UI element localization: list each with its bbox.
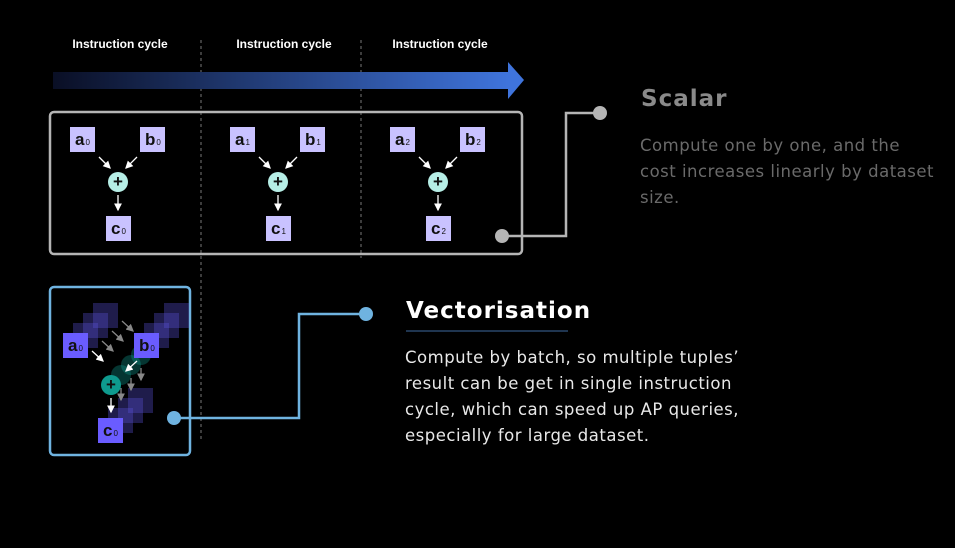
vector-title: Vectorisation xyxy=(406,298,592,324)
arrow-icon xyxy=(258,156,271,169)
arrow-icon xyxy=(98,156,111,169)
description-line: especially for large dataset. xyxy=(405,426,650,445)
svg-text:+: + xyxy=(273,172,283,191)
description-line: size. xyxy=(640,188,680,207)
time-arrow xyxy=(53,62,524,99)
vector-connector xyxy=(167,307,373,425)
arrow-icon xyxy=(111,330,124,342)
description-line: Compute one by one, and the xyxy=(640,136,900,155)
cycle-label: Instruction cycle xyxy=(72,37,168,51)
plus-operator: + xyxy=(101,375,121,395)
result-c: c0 xyxy=(106,216,131,241)
result-c: c2 xyxy=(426,216,451,241)
operand-b: b1 xyxy=(300,127,325,152)
description-line: cycle, which can speed up AP queries, xyxy=(405,400,740,419)
operand-a: a0 xyxy=(63,333,88,358)
arrow-icon xyxy=(101,340,114,352)
arrow-icon xyxy=(125,156,138,169)
cycle-label: Instruction cycle xyxy=(236,37,332,51)
arrow-icon xyxy=(125,360,138,372)
operand-a: a2 xyxy=(390,127,415,152)
operand-b-shadow xyxy=(164,303,189,328)
arrow-icon xyxy=(91,350,104,362)
scalar-title: Scalar xyxy=(641,86,728,112)
arrow-icon xyxy=(285,156,298,169)
result-c: c0 xyxy=(98,418,123,443)
svg-text:+: + xyxy=(113,172,123,191)
svg-text:+: + xyxy=(106,375,116,394)
title-underline xyxy=(406,330,568,332)
scalar-description: Compute one by one, and the cost increas… xyxy=(640,133,934,211)
description-line: result can be get in single instruction xyxy=(405,374,732,393)
operand-b: b0 xyxy=(134,333,159,358)
vector-box xyxy=(48,285,192,457)
scalar-connector xyxy=(495,106,607,243)
plus-operator: + xyxy=(108,172,128,192)
description-line: cost increases linearly by dataset xyxy=(640,162,934,181)
operand-a-shadow xyxy=(93,303,118,328)
svg-text:+: + xyxy=(433,172,443,191)
scalar-box xyxy=(48,110,524,256)
operand-b: b2 xyxy=(460,127,485,152)
cycle-label: Instruction cycle xyxy=(392,37,488,51)
arrow-icon xyxy=(121,320,134,332)
plus-operator: + xyxy=(268,172,288,192)
result-c-shadow xyxy=(128,388,153,413)
arrow-icon xyxy=(418,156,431,169)
description-line: Compute by batch, so multiple tuples’ xyxy=(405,348,740,367)
arrow-icon xyxy=(445,156,458,169)
operand-a: a1 xyxy=(230,127,255,152)
result-c: c1 xyxy=(266,216,291,241)
plus-operator: + xyxy=(428,172,448,192)
vector-description: Compute by batch, so multiple tuples’ re… xyxy=(405,345,739,449)
operand-a: a0 xyxy=(70,127,95,152)
operand-b: b0 xyxy=(140,127,165,152)
